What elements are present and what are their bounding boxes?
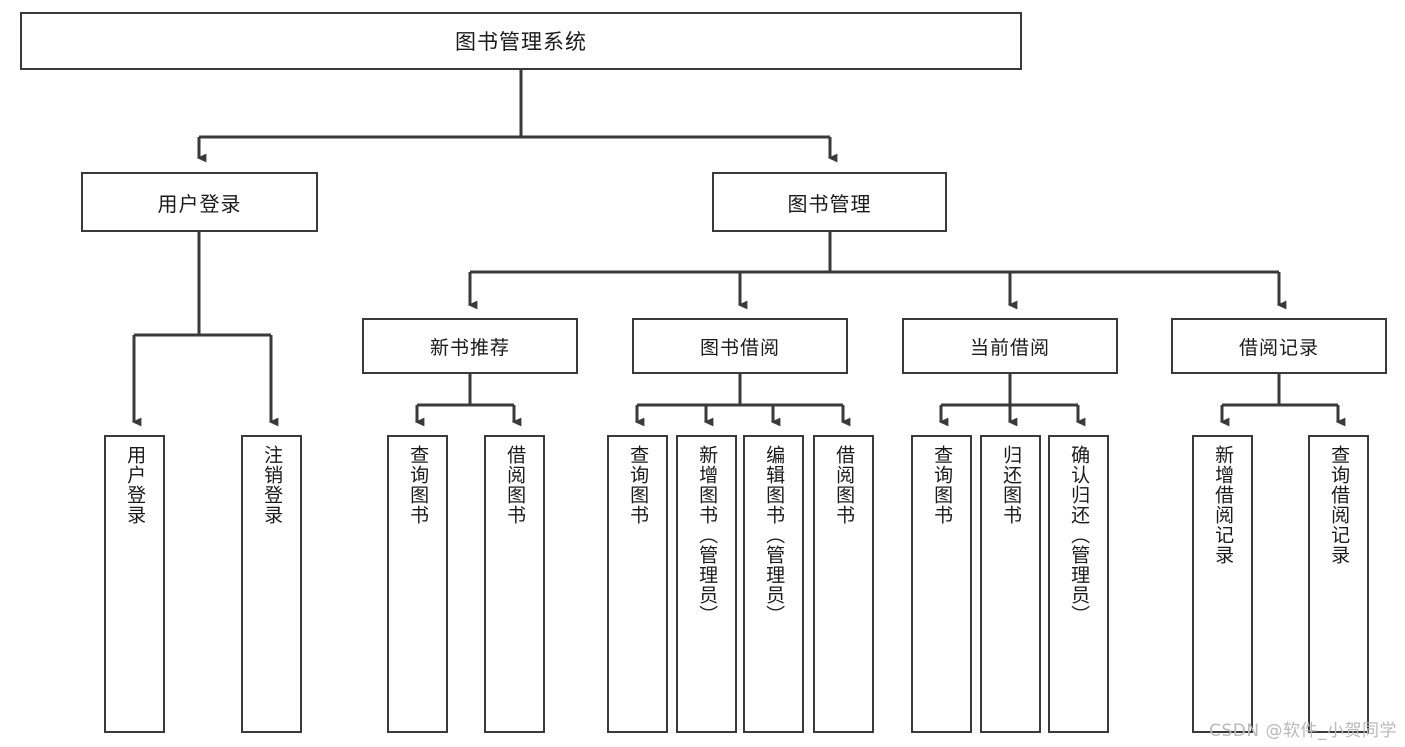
leaf-confirm-return-admin-label: 确认归还（管理员） (1068, 445, 1091, 625)
node-borrow-record[interactable]: 借阅记录 (1171, 318, 1387, 374)
leaf-logout-label: 注销登录 (261, 445, 284, 525)
node-new-book-recommend[interactable]: 新书推荐 (362, 318, 578, 374)
node-current-borrow-label: 当前借阅 (969, 336, 1050, 359)
leaf-logout[interactable]: 注销登录 (241, 435, 302, 733)
leaf-user-login[interactable]: 用户登录 (104, 435, 165, 733)
leaf-query-borrow-record[interactable]: 查询借阅记录 (1308, 435, 1369, 733)
leaf-return-book[interactable]: 归还图书 (980, 435, 1041, 733)
leaf-query-borrow-record-label: 查询借阅记录 (1328, 445, 1351, 565)
node-book-borrow-label: 图书借阅 (699, 336, 780, 359)
leaf-query-book-recommend[interactable]: 查询图书 (387, 435, 448, 733)
leaf-borrow-book-recommend[interactable]: 借阅图书 (484, 435, 545, 733)
leaf-query-book-current[interactable]: 查询图书 (911, 435, 972, 733)
node-root-label: 图书管理系统 (455, 30, 587, 54)
leaf-borrow-book-recommend-label: 借阅图书 (504, 445, 527, 525)
leaf-add-borrow-record-label: 新增借阅记录 (1212, 445, 1235, 565)
leaf-return-book-label: 归还图书 (1000, 445, 1023, 525)
leaf-add-book-admin-label: 新增图书（管理员） (696, 445, 719, 625)
leaf-borrow-book[interactable]: 借阅图书 (813, 435, 874, 733)
leaf-edit-book-admin[interactable]: 编辑图书（管理员） (743, 435, 804, 733)
node-root[interactable]: 图书管理系统 (20, 12, 1022, 70)
leaf-borrow-book-label: 借阅图书 (833, 445, 856, 525)
leaf-query-book-current-label: 查询图书 (931, 445, 954, 525)
leaf-add-borrow-record[interactable]: 新增借阅记录 (1192, 435, 1253, 733)
node-borrow-record-label: 借阅记录 (1238, 336, 1319, 359)
leaf-query-book-borrow-label: 查询图书 (627, 445, 650, 525)
node-current-borrow[interactable]: 当前借阅 (902, 318, 1118, 374)
leaf-user-login-label: 用户登录 (124, 445, 147, 525)
node-book-borrow[interactable]: 图书借阅 (632, 318, 848, 374)
leaf-query-book-recommend-label: 查询图书 (407, 445, 430, 525)
leaf-query-book-borrow[interactable]: 查询图书 (607, 435, 668, 733)
leaf-add-book-admin[interactable]: 新增图书（管理员） (676, 435, 737, 733)
node-book-management-label: 图书管理 (787, 191, 872, 216)
node-book-management[interactable]: 图书管理 (712, 172, 947, 232)
watermark-text: CSDN @软件_小贺同学 (1209, 721, 1397, 741)
node-user-login[interactable]: 用户登录 (81, 172, 318, 232)
node-new-book-recommend-label: 新书推荐 (429, 336, 510, 359)
leaf-edit-book-admin-label: 编辑图书（管理员） (763, 445, 786, 625)
node-user-login-label: 用户登录 (157, 191, 242, 216)
leaf-confirm-return-admin[interactable]: 确认归还（管理员） (1048, 435, 1109, 733)
